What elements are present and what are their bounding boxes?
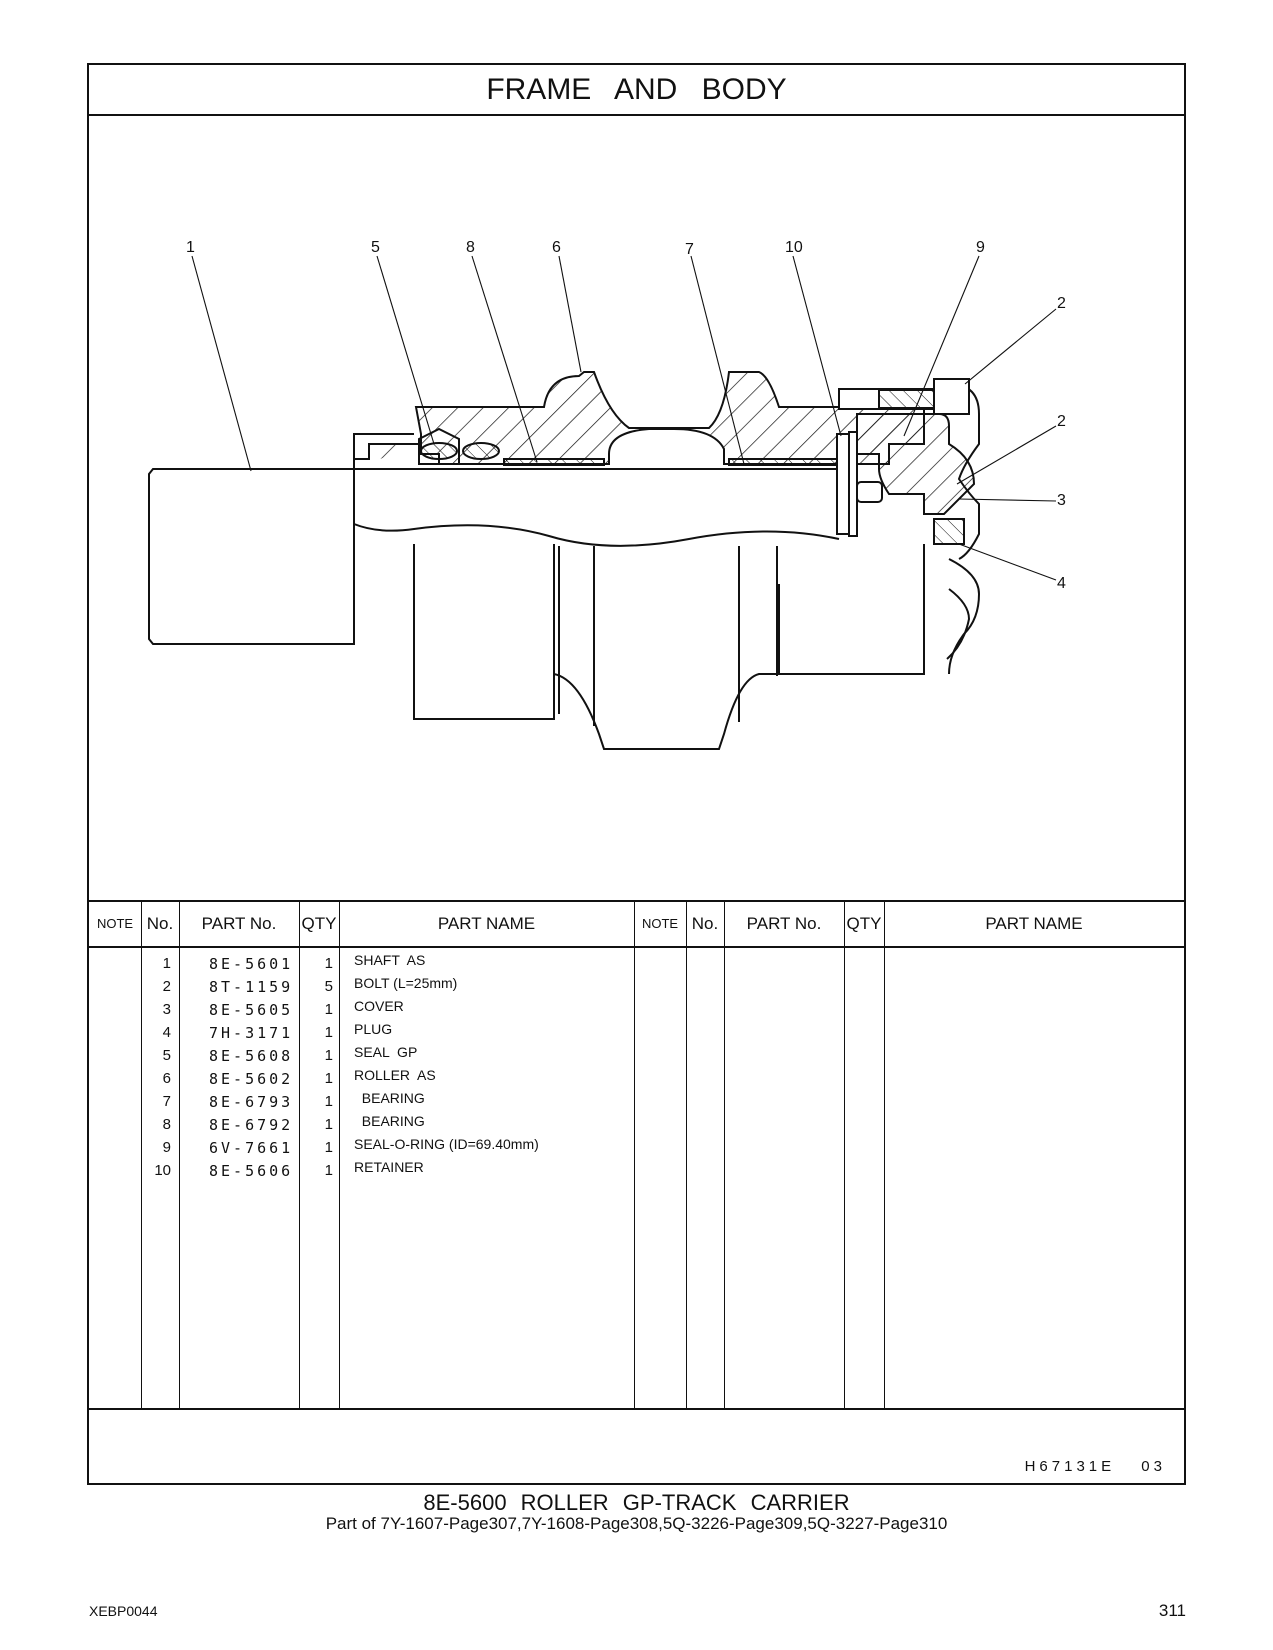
row-part-name: BEARING xyxy=(354,1090,425,1106)
header-part-name-left: PART NAME xyxy=(437,914,536,933)
row-no: 3 xyxy=(162,1001,171,1018)
table-row: 7 8E-6793 1 BEARING xyxy=(89,1090,649,1113)
row-no: 8 xyxy=(162,1116,171,1133)
callout-7: 7 xyxy=(685,241,694,258)
table-row: 5 8E-5608 1 SEAL GP xyxy=(89,1044,649,1067)
row-part-name: SEAL-O-RING (ID=69.40mm) xyxy=(354,1136,539,1152)
plug xyxy=(933,518,965,545)
row-part-no: 8E-5605 xyxy=(209,1001,294,1019)
table-row: 3 8E-5605 1 COVER xyxy=(89,998,649,1021)
parts-table-header: NOTE No. PART No. QTY PART NAME NOTE No.… xyxy=(89,900,1184,948)
row-no: 6 xyxy=(162,1070,171,1087)
callout-2a: 2 xyxy=(1057,295,1066,312)
table-row: 4 7H-3171 1 PLUG xyxy=(89,1021,649,1044)
row-no: 1 xyxy=(162,955,171,972)
callout-1: 1 xyxy=(186,239,195,256)
row-part-no: 7H-3171 xyxy=(209,1024,294,1042)
header-part-name-right: PART NAME xyxy=(985,914,1083,933)
row-qty: 1 xyxy=(324,1116,333,1133)
row-qty: 1 xyxy=(324,1162,333,1179)
header-note-right: NOTE xyxy=(641,916,679,931)
header-part-no-left: PART No. xyxy=(201,914,277,933)
page-frame: FRAME AND BODY xyxy=(87,63,1186,1485)
row-part-name: SHAFT AS xyxy=(354,952,426,968)
header-part-no-right: PART No. xyxy=(746,914,822,933)
header-qty-left: QTY xyxy=(301,914,337,933)
row-part-name: RETAINER xyxy=(354,1159,424,1175)
assembly-title: 8E-5600 ROLLER GP-TRACK CARRIER xyxy=(423,1490,850,1515)
header-no-left: No. xyxy=(146,914,174,933)
page-number: 311 xyxy=(1158,1601,1186,1620)
table-row: 2 8T-1159 5 BOLT (L=25mm) xyxy=(89,975,649,998)
callout-2b: 2 xyxy=(1057,413,1066,430)
table-row: 1 8E-5601 1 SHAFT AS xyxy=(89,952,649,975)
row-qty: 1 xyxy=(324,1024,333,1041)
row-part-name: BOLT (L=25mm) xyxy=(354,975,458,991)
row-qty: 5 xyxy=(324,978,333,995)
cover xyxy=(856,413,976,515)
row-part-no: 8E-6793 xyxy=(209,1093,294,1111)
row-qty: 1 xyxy=(324,955,333,972)
row-part-name: SEAL GP xyxy=(354,1044,418,1060)
table-row: 6 8E-5602 1 ROLLER AS xyxy=(89,1067,649,1090)
row-part-no: 8E-6792 xyxy=(209,1116,294,1134)
parts-table-body: 1 8E-5601 1 SHAFT AS 2 8T-1159 5 BOLT (L… xyxy=(89,948,1184,1410)
row-part-name: ROLLER AS xyxy=(354,1067,436,1083)
row-qty: 1 xyxy=(324,1001,333,1018)
row-part-no: 8E-5608 xyxy=(209,1047,294,1065)
header-qty-right: QTY xyxy=(846,914,882,933)
row-qty: 1 xyxy=(324,1047,333,1064)
roller-section xyxy=(414,371,925,465)
row-part-name: PLUG xyxy=(354,1021,393,1037)
table-row: 9 6V-7661 1 SEAL-O-RING (ID=69.40mm) xyxy=(89,1136,649,1159)
row-part-no: 8T-1159 xyxy=(209,978,294,996)
row-qty: 1 xyxy=(324,1139,333,1156)
row-part-no: 8E-5601 xyxy=(209,955,294,973)
document-number: XEBP0044 xyxy=(89,1603,158,1619)
roller-body xyxy=(413,544,780,750)
header-no-right: No. xyxy=(691,914,719,933)
illustration-code: H67131E 03 xyxy=(1024,1458,1166,1475)
row-qty: 1 xyxy=(324,1070,333,1087)
callout-4: 4 xyxy=(1057,575,1066,592)
row-part-name: COVER xyxy=(354,998,404,1014)
row-part-no: 8E-5602 xyxy=(209,1070,294,1088)
table-row: 8 8E-6792 1 BEARING xyxy=(89,1113,649,1136)
assembly-subtitle: Part of 7Y-1607-Page307,7Y-1608-Page308,… xyxy=(325,1514,948,1533)
row-no: 4 xyxy=(162,1024,171,1041)
row-part-name: BEARING xyxy=(354,1113,425,1129)
callout-3: 3 xyxy=(1057,492,1066,509)
callout-9: 9 xyxy=(976,239,985,256)
exploded-view-drawing: 1 5 8 6 7 10 9 2 2 3 4 xyxy=(89,114,1184,900)
row-no: 2 xyxy=(162,978,171,995)
row-no: 10 xyxy=(154,1162,171,1179)
callout-6: 6 xyxy=(552,239,561,256)
callout-8: 8 xyxy=(466,239,475,256)
shaft xyxy=(148,468,355,645)
row-no: 5 xyxy=(162,1047,171,1064)
row-no: 7 xyxy=(162,1093,171,1110)
header-note-left: NOTE xyxy=(96,916,134,931)
row-qty: 1 xyxy=(324,1093,333,1110)
callout-10: 10 xyxy=(785,239,803,256)
page-title: FRAME AND BODY xyxy=(89,65,1184,116)
table-row: 10 8E-5606 1 RETAINER xyxy=(89,1159,649,1182)
row-part-no: 8E-5606 xyxy=(209,1162,294,1180)
row-part-no: 6V-7661 xyxy=(209,1139,294,1157)
callout-5: 5 xyxy=(371,239,380,256)
row-no: 9 xyxy=(162,1139,171,1156)
